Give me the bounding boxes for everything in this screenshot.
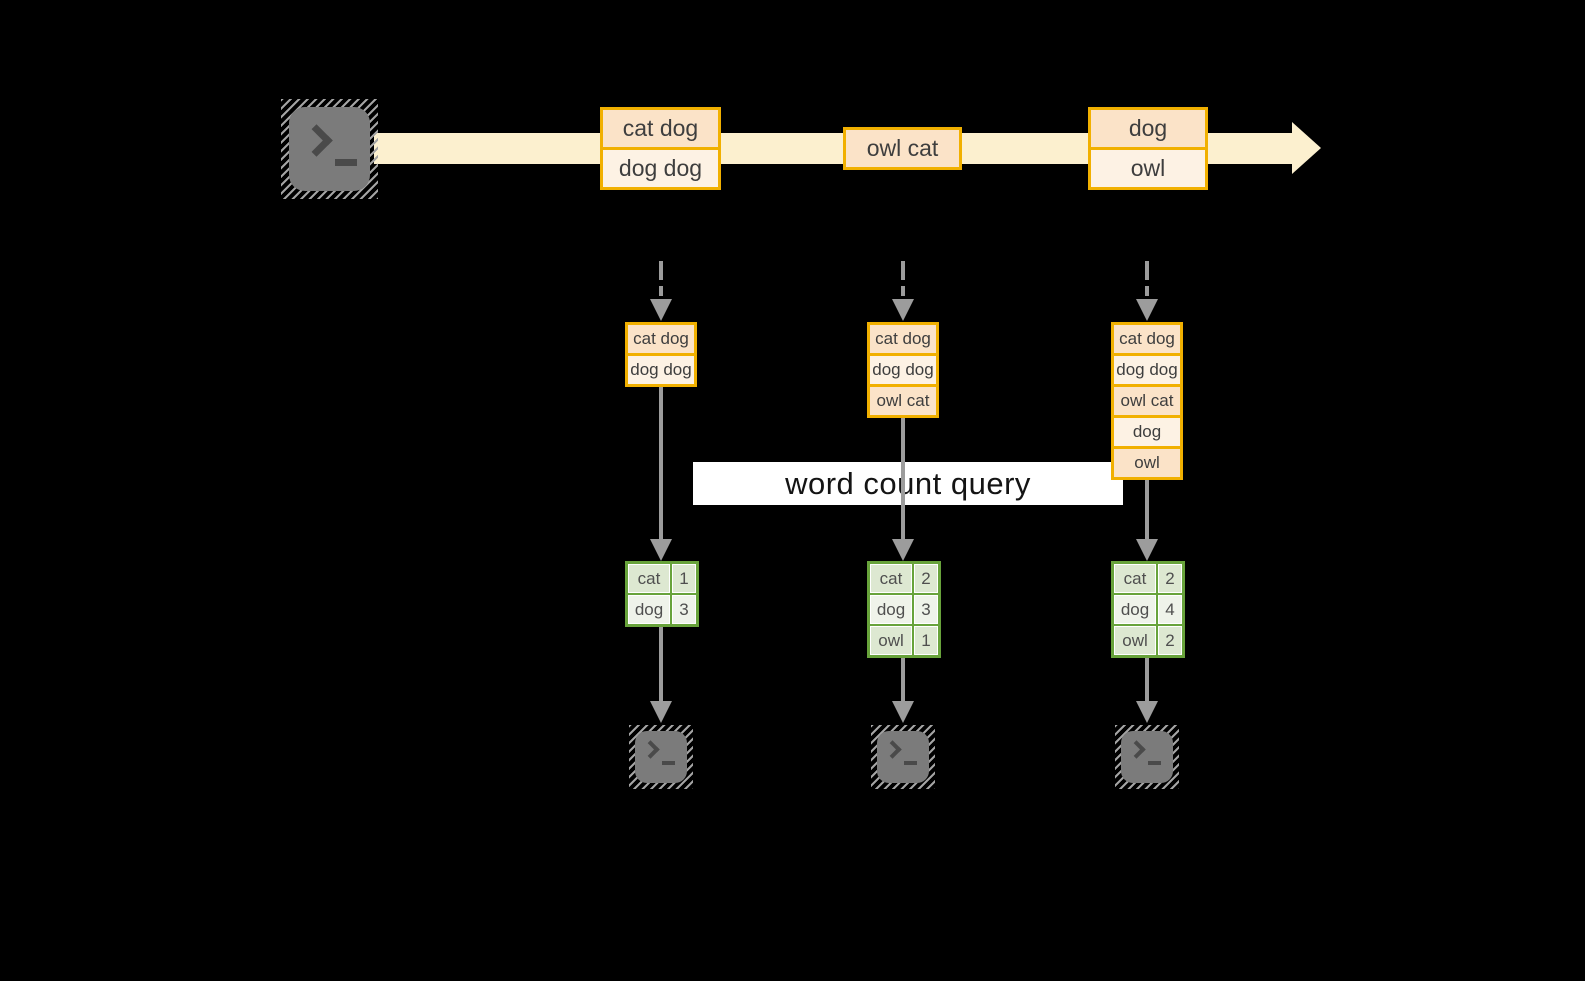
- buffer-record: cat dog: [628, 325, 694, 353]
- table-cell-word: owl: [1114, 626, 1156, 655]
- query-banner: word count query: [693, 462, 1123, 505]
- ingest-arrow-dash: [1145, 286, 1149, 296]
- prompt-chevron-icon: [641, 740, 660, 759]
- table-cell-count: 3: [914, 595, 938, 624]
- batch-record: owl cat: [846, 130, 959, 167]
- output-arrow-head-icon: [1136, 701, 1158, 723]
- prompt-chevron-icon: [1127, 740, 1146, 759]
- table-cell-count: 4: [1158, 595, 1182, 624]
- stream-batch: cat dog dog dog: [600, 107, 721, 190]
- table-cell-word: dog: [628, 595, 670, 624]
- stream-batch: dog owl: [1088, 107, 1208, 190]
- ingest-arrow-dash: [901, 286, 905, 296]
- prompt-cursor-icon: [1148, 761, 1161, 765]
- buffer-record: dog dog: [628, 353, 694, 384]
- ingest-arrow-head-icon: [650, 299, 672, 321]
- ingest-arrow-dash: [659, 261, 663, 280]
- ingest-arrow-head-icon: [1136, 299, 1158, 321]
- buffer-stack: cat dog dog dog: [625, 322, 697, 387]
- output-arrow-line: [1145, 658, 1149, 701]
- buffer-stack: cat dog dog dog owl cat dog owl: [1111, 322, 1183, 480]
- count-table: cat 2 dog 3 owl 1: [867, 561, 941, 658]
- batch-record: cat dog: [603, 110, 718, 147]
- table-cell-word: cat: [628, 564, 670, 593]
- terminal-screen: [289, 107, 370, 191]
- table-cell-count: 3: [672, 595, 696, 624]
- table-cell-count: 2: [914, 564, 938, 593]
- output-arrow-line: [901, 658, 905, 701]
- table-cell-count: 2: [1158, 626, 1182, 655]
- batch-record: dog: [1091, 110, 1205, 147]
- output-arrow-head-icon: [650, 701, 672, 723]
- batch-record: owl: [1091, 147, 1205, 187]
- table-cell-word: owl: [870, 626, 912, 655]
- table-cell-word: cat: [870, 564, 912, 593]
- consumer-terminal-icon: [871, 725, 935, 789]
- buffer-record: dog dog: [870, 353, 936, 384]
- table-cell-word: cat: [1114, 564, 1156, 593]
- prompt-chevron-icon: [883, 740, 902, 759]
- terminal-screen: [635, 731, 687, 783]
- output-arrow-line: [659, 627, 663, 701]
- table-cell-word: dog: [1114, 595, 1156, 624]
- query-arrow-head-icon: [1136, 539, 1158, 561]
- query-arrow-line: [901, 418, 905, 539]
- stream-arrow-head-icon: [1292, 122, 1321, 174]
- buffer-record: owl cat: [1114, 384, 1180, 415]
- terminal-screen: [1121, 731, 1173, 783]
- table-cell-word: dog: [870, 595, 912, 624]
- buffer-record: cat dog: [1114, 325, 1180, 353]
- source-terminal-icon: [281, 99, 378, 199]
- prompt-cursor-icon: [904, 761, 917, 765]
- ingest-arrow-dash: [659, 286, 663, 296]
- buffer-record: dog: [1114, 415, 1180, 446]
- prompt-cursor-icon: [335, 159, 357, 166]
- query-arrow-head-icon: [650, 539, 672, 561]
- buffer-stack: cat dog dog dog owl cat: [867, 322, 939, 418]
- query-arrow-head-icon: [892, 539, 914, 561]
- output-arrow-head-icon: [892, 701, 914, 723]
- stream-batch: owl cat: [843, 127, 962, 170]
- ingest-arrow-head-icon: [892, 299, 914, 321]
- terminal-screen: [877, 731, 929, 783]
- table-cell-count: 1: [672, 564, 696, 593]
- query-arrow-line: [1145, 480, 1149, 539]
- batch-record: dog dog: [603, 147, 718, 187]
- buffer-record: cat dog: [870, 325, 936, 353]
- consumer-terminal-icon: [1115, 725, 1179, 789]
- table-cell-count: 2: [1158, 564, 1182, 593]
- consumer-terminal-icon: [629, 725, 693, 789]
- count-table: cat 2 dog 4 owl 2: [1111, 561, 1185, 658]
- ingest-arrow-dash: [1145, 261, 1149, 280]
- buffer-record: dog dog: [1114, 353, 1180, 384]
- ingest-arrow-dash: [901, 261, 905, 280]
- table-cell-count: 1: [914, 626, 938, 655]
- buffer-record: owl: [1114, 446, 1180, 477]
- prompt-chevron-icon: [300, 124, 333, 157]
- query-arrow-line: [659, 387, 663, 539]
- prompt-cursor-icon: [662, 761, 675, 765]
- query-label: word count query: [785, 465, 1031, 501]
- buffer-record: owl cat: [870, 384, 936, 415]
- count-table: cat 1 dog 3: [625, 561, 699, 627]
